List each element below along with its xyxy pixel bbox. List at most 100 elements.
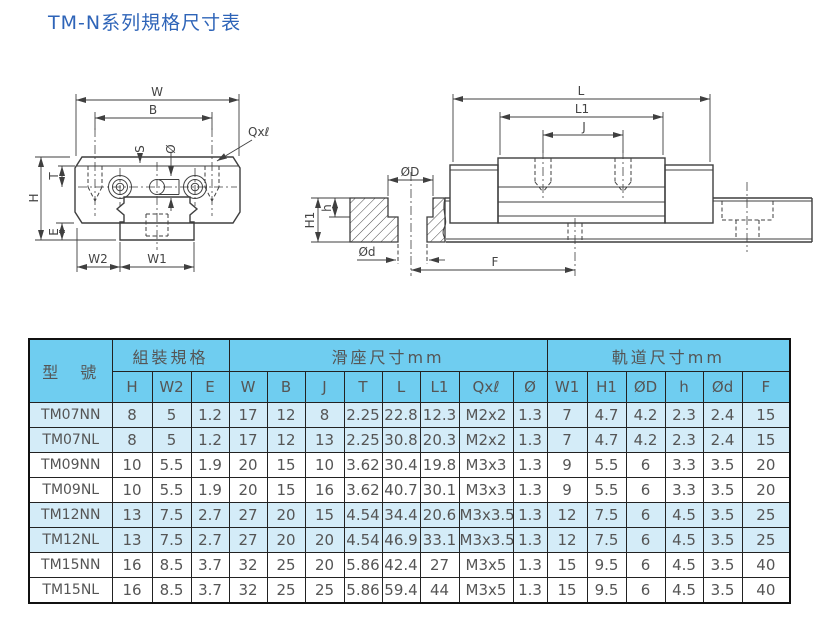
value-cell: 10 <box>111 452 153 478</box>
value-cell: 19.8 <box>419 452 460 478</box>
value-cell: 20 <box>304 527 345 553</box>
value-cell: M3x5 <box>458 577 514 604</box>
side-view-svg: L L1 J ØD Ød h H1 <box>303 84 813 276</box>
value-cell: 33.1 <box>419 527 460 553</box>
dim-label-S: S <box>133 145 147 153</box>
value-cell: 4.7 <box>586 427 627 453</box>
model-cell: TM15NL <box>28 577 113 604</box>
header-rail-dimensions: 軌道尺寸mm <box>546 338 791 372</box>
value-cell: 30.1 <box>419 477 460 503</box>
value-cell: 12.3 <box>419 402 460 428</box>
value-cell: 25 <box>266 552 306 578</box>
value-cell: 25 <box>304 577 345 604</box>
hidden-rail-hole-mid <box>567 218 583 276</box>
col-E: E <box>190 371 230 403</box>
col-Qxl: Qxℓ <box>458 371 514 403</box>
value-cell: 6 <box>625 527 666 553</box>
front-view-drawing: W B Qxℓ S Ø <box>20 70 310 309</box>
value-cell: 9 <box>546 477 588 503</box>
value-cell: 12 <box>266 402 306 428</box>
value-cell: 7.5 <box>151 502 192 528</box>
value-cell: 17 <box>228 402 268 428</box>
value-cell: 46.9 <box>381 527 421 553</box>
value-cell: M3x3 <box>458 452 514 478</box>
value-cell: 6 <box>625 577 666 604</box>
value-cell: 2.4 <box>702 402 743 428</box>
value-cell: 10 <box>304 452 345 478</box>
dim-label-dia-D: ØD <box>401 165 420 179</box>
header-model: 型 號 <box>28 338 113 403</box>
value-cell: 2.25 <box>343 402 383 428</box>
value-cell: 3.62 <box>343 477 383 503</box>
value-cell: 6 <box>625 452 666 478</box>
value-cell: 4.2 <box>625 402 666 428</box>
dim-label-F: F <box>492 255 499 269</box>
model-cell: TM15NN <box>28 552 113 578</box>
value-cell: 4.5 <box>664 552 704 578</box>
value-cell: 15 <box>266 477 306 503</box>
value-cell: 3.5 <box>702 577 743 604</box>
value-cell: 4.54 <box>343 527 383 553</box>
value-cell: 5 <box>151 402 192 428</box>
dim-label-L1: L1 <box>575 102 589 116</box>
value-cell: 1.3 <box>512 452 548 478</box>
value-cell: 13 <box>111 502 153 528</box>
col-W: W <box>228 371 268 403</box>
value-cell: 3.7 <box>190 552 230 578</box>
value-cell: 15 <box>741 402 791 428</box>
col-H1: H1 <box>586 371 627 403</box>
value-cell: 1.3 <box>512 502 548 528</box>
value-cell: 6 <box>625 552 666 578</box>
value-cell: 12 <box>546 502 588 528</box>
dim-label-H1: H1 <box>303 212 317 229</box>
col-L1: L1 <box>419 371 460 403</box>
value-cell: 15 <box>304 502 345 528</box>
front-view-svg: W B Qxℓ S Ø <box>27 85 270 272</box>
dim-label-h: h <box>320 204 334 212</box>
value-cell: 7.5 <box>586 502 627 528</box>
value-cell: 7 <box>546 427 588 453</box>
dim-label-E: E <box>47 228 61 236</box>
dim-label-B: B <box>149 103 157 117</box>
value-cell: 15 <box>546 577 588 604</box>
dim-label-Qxl: Qxℓ <box>248 125 270 139</box>
value-cell: 42.4 <box>381 552 421 578</box>
value-cell: 3.3 <box>664 477 704 503</box>
value-cell: 2.7 <box>190 527 230 553</box>
value-cell: 44 <box>419 577 460 604</box>
dim-label-J: J <box>581 120 586 134</box>
value-cell: 1.3 <box>512 527 548 553</box>
hidden-rail-hole-right <box>721 182 774 252</box>
value-cell: 4.5 <box>664 527 704 553</box>
value-cell: 25 <box>741 527 791 553</box>
value-cell: 27 <box>419 552 460 578</box>
carriage-thread-hole-right <box>614 150 632 200</box>
value-cell: 2.7 <box>190 502 230 528</box>
value-cell: 20.6 <box>419 502 460 528</box>
col-H: H <box>111 371 153 403</box>
value-cell: 27 <box>228 527 268 553</box>
value-cell: 34.4 <box>381 502 421 528</box>
value-cell: 17 <box>228 427 268 453</box>
value-cell: 2.3 <box>664 427 704 453</box>
value-cell: 8 <box>111 427 153 453</box>
value-cell: 40.7 <box>381 477 421 503</box>
value-cell: 3.5 <box>702 452 743 478</box>
dim-label-W: W <box>151 85 163 99</box>
value-cell: 5.5 <box>586 452 627 478</box>
value-cell: 1.3 <box>512 477 548 503</box>
value-cell: 5.5 <box>151 477 192 503</box>
value-cell: 20 <box>741 452 791 478</box>
col-J: J <box>304 371 345 403</box>
value-cell: 15 <box>741 427 791 453</box>
value-cell: 16 <box>304 477 345 503</box>
value-cell: 5.5 <box>151 452 192 478</box>
dim-label-dia-d: Ød <box>358 245 375 259</box>
value-cell: 3.62 <box>343 452 383 478</box>
carriage-thread-hole-left <box>534 150 552 200</box>
value-cell: 5.86 <box>343 577 383 604</box>
